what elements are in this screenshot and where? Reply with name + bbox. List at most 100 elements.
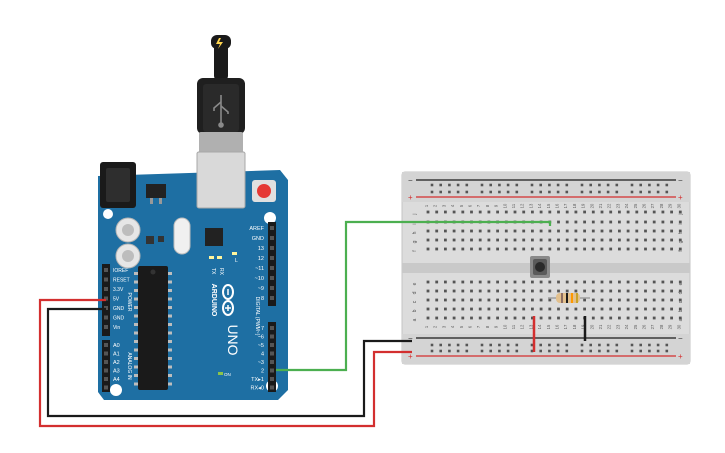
- breadboard-hole[interactable]: [652, 280, 656, 284]
- breadboard-hole[interactable]: [652, 289, 656, 293]
- breadboard-hole[interactable]: [513, 298, 517, 302]
- breadboard-hole[interactable]: [478, 210, 482, 214]
- breadboard-hole[interactable]: [452, 298, 456, 302]
- rail-hole[interactable]: [639, 190, 642, 194]
- breadboard-hole[interactable]: [644, 220, 647, 224]
- header-socket[interactable]: [270, 368, 274, 373]
- breadboard-hole[interactable]: [461, 238, 465, 242]
- breadboard-hole[interactable]: [470, 298, 473, 302]
- breadboard-hole[interactable]: [678, 289, 682, 293]
- breadboard-hole[interactable]: [487, 280, 491, 284]
- breadboard-hole[interactable]: [644, 210, 647, 214]
- rail-hole[interactable]: [639, 349, 642, 353]
- breadboard-hole[interactable]: [626, 220, 630, 224]
- rail-hole[interactable]: [580, 190, 584, 194]
- breadboard-hole[interactable]: [626, 298, 630, 302]
- rail-hole[interactable]: [606, 349, 610, 353]
- rail-hole[interactable]: [565, 190, 569, 194]
- breadboard-hole[interactable]: [478, 280, 482, 284]
- breadboard-hole[interactable]: [539, 307, 543, 311]
- rail-hole[interactable]: [606, 343, 610, 347]
- rail-hole[interactable]: [530, 343, 534, 347]
- rail-hole[interactable]: [648, 343, 651, 347]
- breadboard-hole[interactable]: [626, 280, 630, 284]
- pushbutton-cap[interactable]: [535, 262, 545, 272]
- header-socket[interactable]: [104, 268, 108, 272]
- breadboard-hole[interactable]: [522, 238, 526, 242]
- breadboard-hole[interactable]: [496, 307, 499, 311]
- breadboard-hole[interactable]: [670, 220, 673, 224]
- breadboard-hole[interactable]: [504, 307, 508, 311]
- breadboard-hole[interactable]: [583, 247, 586, 251]
- rail-hole[interactable]: [556, 190, 560, 194]
- header-socket[interactable]: [104, 385, 108, 390]
- breadboard-hole[interactable]: [426, 280, 430, 284]
- rail-hole[interactable]: [480, 349, 484, 353]
- rail-hole[interactable]: [515, 343, 519, 347]
- breadboard-hole[interactable]: [661, 307, 665, 311]
- breadboard-hole[interactable]: [452, 210, 456, 214]
- rail-hole[interactable]: [589, 183, 592, 187]
- breadboard-hole[interactable]: [583, 289, 586, 293]
- breadboard-hole[interactable]: [444, 316, 447, 320]
- breadboard-hole[interactable]: [661, 289, 665, 293]
- rail-hole[interactable]: [498, 349, 501, 353]
- breadboard-hole[interactable]: [618, 307, 621, 311]
- breadboard-hole[interactable]: [461, 316, 465, 320]
- breadboard-hole[interactable]: [557, 238, 560, 242]
- breadboard-hole[interactable]: [678, 229, 682, 233]
- breadboard-hole[interactable]: [548, 280, 552, 284]
- breadboard-hole[interactable]: [618, 220, 621, 224]
- breadboard-hole[interactable]: [565, 220, 569, 224]
- rail-hole[interactable]: [556, 183, 560, 187]
- digital-header-high[interactable]: [268, 222, 276, 306]
- rail-hole[interactable]: [439, 349, 442, 353]
- breadboard-hole[interactable]: [678, 238, 682, 242]
- breadboard-hole[interactable]: [487, 289, 491, 293]
- breadboard-hole[interactable]: [661, 298, 665, 302]
- header-socket[interactable]: [270, 226, 274, 230]
- rail-hole[interactable]: [598, 343, 601, 347]
- breadboard-hole[interactable]: [678, 298, 682, 302]
- breadboard-hole[interactable]: [661, 210, 665, 214]
- rail-hole[interactable]: [630, 349, 634, 353]
- breadboard-hole[interactable]: [670, 280, 673, 284]
- breadboard-hole[interactable]: [487, 229, 491, 233]
- breadboard-hole[interactable]: [670, 247, 673, 251]
- breadboard-hole[interactable]: [661, 238, 665, 242]
- breadboard-hole[interactable]: [531, 298, 534, 302]
- breadboard-hole[interactable]: [670, 229, 673, 233]
- breadboard-hole[interactable]: [626, 229, 630, 233]
- breadboard-hole[interactable]: [557, 289, 560, 293]
- breadboard-hole[interactable]: [522, 229, 526, 233]
- breadboard-hole[interactable]: [444, 247, 447, 251]
- breadboard-hole[interactable]: [478, 307, 482, 311]
- rail-hole[interactable]: [565, 349, 569, 353]
- breadboard-hole[interactable]: [626, 307, 630, 311]
- breadboard-hole[interactable]: [644, 247, 647, 251]
- breadboard-hole[interactable]: [470, 289, 473, 293]
- breadboard-hole[interactable]: [626, 210, 630, 214]
- breadboard-hole[interactable]: [644, 229, 647, 233]
- breadboard-hole[interactable]: [478, 316, 482, 320]
- breadboard-hole[interactable]: [565, 238, 569, 242]
- breadboard-hole[interactable]: [435, 280, 439, 284]
- rail-hole[interactable]: [615, 183, 619, 187]
- breadboard-hole[interactable]: [661, 316, 665, 320]
- rail-hole[interactable]: [589, 343, 592, 347]
- breadboard-hole[interactable]: [626, 247, 630, 251]
- breadboard-hole[interactable]: [583, 307, 586, 311]
- header-socket[interactable]: [270, 286, 274, 290]
- breadboard-hole[interactable]: [591, 307, 595, 311]
- breadboard-hole[interactable]: [583, 298, 586, 302]
- breadboard-hole[interactable]: [513, 238, 517, 242]
- breadboard-hole[interactable]: [565, 289, 569, 293]
- breadboard-hole[interactable]: [644, 316, 647, 320]
- breadboard-hole[interactable]: [600, 210, 604, 214]
- breadboard-hole[interactable]: [574, 280, 578, 284]
- rail-hole[interactable]: [598, 190, 601, 194]
- breadboard-hole[interactable]: [504, 289, 508, 293]
- rail-hole[interactable]: [456, 349, 460, 353]
- breadboard-hole[interactable]: [470, 238, 473, 242]
- breadboard-hole[interactable]: [513, 316, 517, 320]
